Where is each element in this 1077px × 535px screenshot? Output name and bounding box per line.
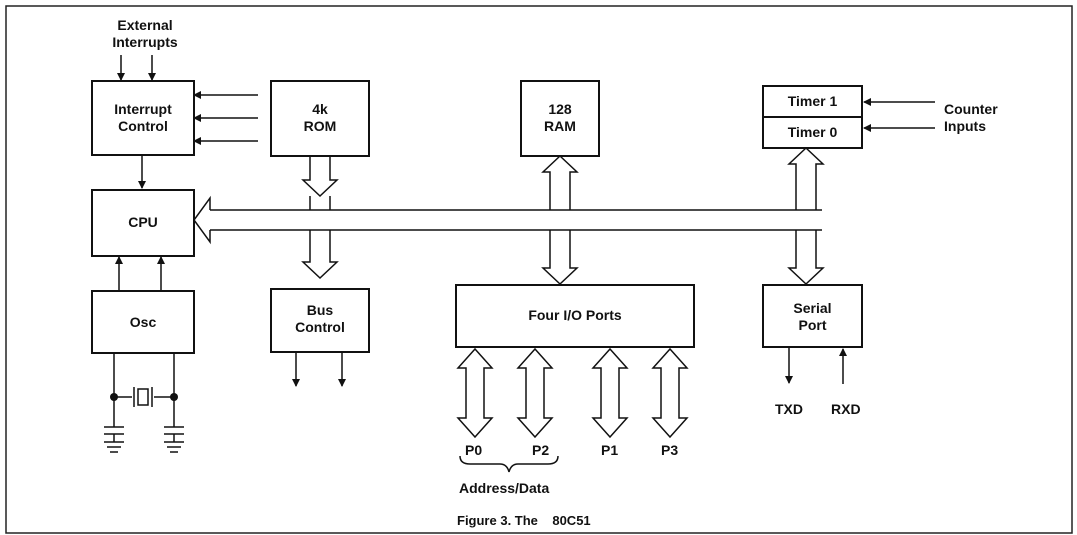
osc-to-cpu-arrows — [115, 256, 165, 290]
oscillator-crystal-network — [104, 353, 184, 453]
io-ports-label: Four I/O Ports — [528, 307, 622, 323]
rom-block — [270, 80, 370, 157]
bus-control-block — [270, 288, 370, 353]
timer1-label: Timer 1 — [787, 93, 838, 109]
junction-dot-left — [110, 393, 118, 401]
timer0-block — [762, 116, 863, 149]
cpu-block — [91, 189, 195, 257]
timer0-label: Timer 0 — [787, 124, 838, 140]
bus-control-label: Bus Control — [295, 302, 345, 335]
counter-input-arrows — [863, 98, 935, 132]
io-ports-block — [455, 284, 695, 348]
address-data-label: Address/Data — [459, 480, 550, 496]
rxd-label: RXD — [831, 401, 861, 417]
internal-bus — [193, 195, 822, 245]
cpu-label: CPU — [128, 214, 158, 230]
p2-label: P2 — [532, 442, 550, 458]
external-interrupts-label: External Interrupts — [112, 17, 178, 50]
external-interrupt-arrows — [117, 55, 156, 81]
bus-control-output-arrows — [292, 352, 346, 387]
address-data-brace — [459, 455, 559, 473]
junction-dot-right — [170, 393, 178, 401]
counter-inputs-label: Counter Inputs — [944, 101, 998, 134]
timer1-block — [762, 85, 863, 118]
serial-port-label: Serial Port — [793, 300, 832, 333]
serial-port-block — [762, 284, 863, 348]
txd-label: TXD — [775, 401, 803, 417]
timer-serial-bus-connection — [787, 147, 825, 286]
rom-to-interrupt-arrows — [193, 91, 258, 145]
figure-caption: Figure 3. The 80C51 — [457, 513, 591, 528]
rom-bus-connection — [301, 156, 339, 280]
ram-label: 128 RAM — [544, 101, 576, 134]
ram-bus-connection — [541, 155, 579, 286]
p1-label: P1 — [601, 442, 619, 458]
p3-label: P3 — [661, 442, 679, 458]
interrupt-control-block — [91, 80, 195, 156]
p0-label: P0 — [465, 442, 483, 458]
ram-block — [520, 80, 600, 157]
interrupt-control-label: Interrupt Control — [114, 101, 172, 134]
outer-frame — [5, 5, 1073, 534]
osc-label: Osc — [129, 314, 157, 330]
rom-label: 4k ROM — [303, 101, 337, 134]
osc-block — [91, 290, 195, 354]
port-arrows — [456, 347, 689, 439]
